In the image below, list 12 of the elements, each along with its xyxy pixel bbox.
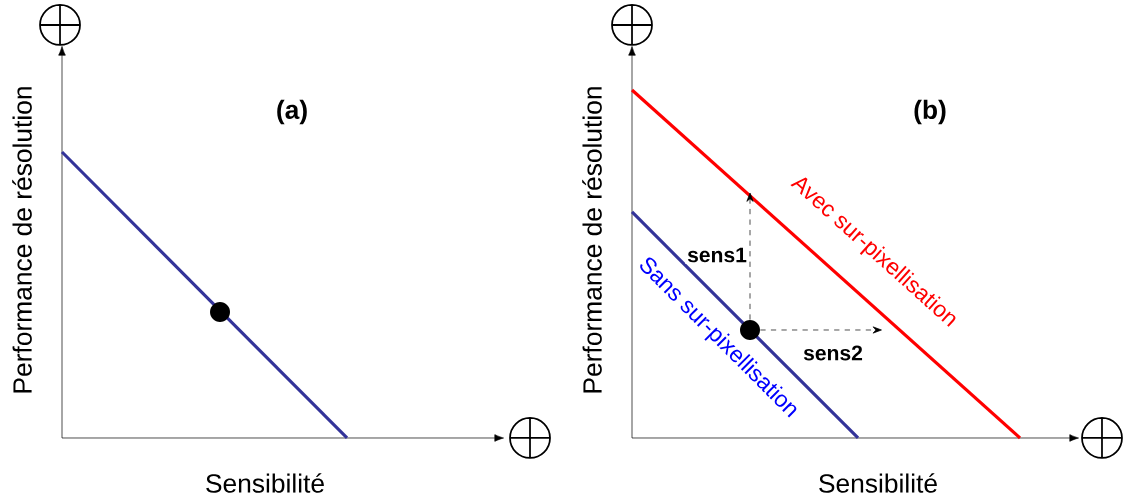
axis-label: Performance de résolution [582, 87, 602, 393]
arrow [746, 192, 754, 320]
axis-label: Performance de résolution [12, 87, 32, 393]
edge-label: sens1 [685, 245, 749, 265]
axis-label: Sensibilité [206, 473, 324, 493]
arrow [760, 326, 882, 334]
data-point [210, 302, 230, 322]
panel-label: (b) [914, 99, 946, 125]
panel-label: (a) [277, 99, 307, 125]
edge-label: sens2 [801, 343, 865, 363]
data-point [740, 320, 760, 340]
axis-label: Sensibilité [819, 473, 937, 493]
